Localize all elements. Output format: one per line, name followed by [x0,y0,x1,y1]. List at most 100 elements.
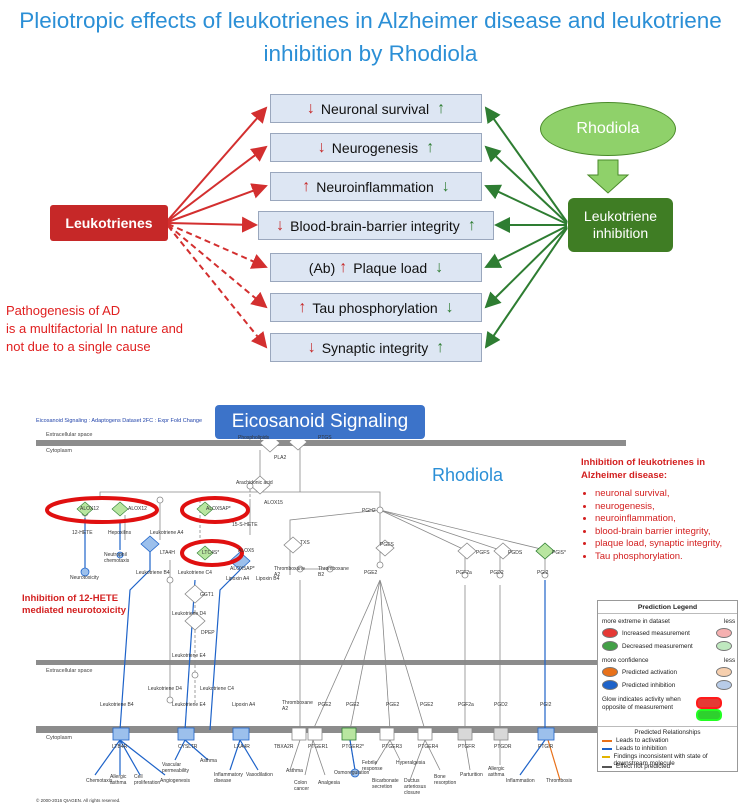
node-cysltr: CYSLTR [178,744,198,750]
decreased-swatch [602,641,618,651]
outcome-vascular: Vascular permeability [162,762,189,774]
node-leukotriene-e4: Leukotriene E4 [172,653,206,659]
node-12-hete: 12-HETE [72,530,93,536]
node-ptger3: PTGER3 [382,744,403,750]
node-alox5: ALOX5 [238,548,255,554]
membrane-bottom [36,726,631,733]
legend-more-extreme: more extreme in dataset [602,618,670,625]
inhibition-item: Tau phosphorylation. [595,551,739,564]
node-ptgir: PTGIR [538,744,554,750]
node-lxa4r: LXA4R [234,744,250,750]
label-cytoplasm-2: Cytoplasm [46,735,72,741]
label-extracellular-2: Extracellular space [46,668,93,674]
node-alox12-b: ALOX12 [128,506,147,512]
node-thromboxane-a2-b: Thromboxane A2 [282,700,313,712]
outcome-colon-cancer: Colon cancer [294,780,310,792]
node-alox12-a: ALOX12 [80,506,99,512]
node-leukotriene-b4-b: Leukotriene B4 [100,702,134,708]
legend-more-confidence: more confidence [602,657,649,664]
node-alox15: ALOX15 [264,500,283,506]
node-ptgs: PTGS [318,435,332,441]
outcome-hyperalgesia: Hyperalgesia [396,760,426,766]
outcome-febrile: Febrile response [362,760,383,772]
effect-not-predicted-line [602,765,612,768]
node-ptger2: PTGER2* [342,744,364,750]
membrane-mid [36,660,626,665]
node-leukotriene-d4: Leukotriene D4 [172,611,206,617]
outcome-parturition: Parturition [460,772,483,778]
node-pgh2: PGH2 [362,508,376,514]
node-pge2: PGE2 [364,570,378,576]
outcome-allergic-asthma: Allergic asthma [110,774,127,786]
decreased-light-swatch [716,641,732,651]
findings-line [602,756,610,758]
node-ltc4s: LTC4S* [202,550,220,556]
inhibition-item: neurogenesis, [595,501,739,514]
pathway-header: Eicosanoid Signaling : Adaptogens Datase… [36,418,203,424]
effect-neurogenesis: ↓Neurogenesis↑ [270,133,482,162]
node-ggt1: GGT1 [200,592,214,598]
legend-decreased: Decreased measurement [622,642,693,650]
node-pge2-d: PGE2 [420,702,434,708]
leukotrienes-box: Leukotrienes [50,205,168,241]
legend-findings: Findings inconsistent with state of down… [613,753,708,767]
node-txs: TXS [300,540,310,546]
node-alox5ap: ALOX5AP* [206,506,231,512]
node-pla2: PLA2 [274,455,287,461]
hete-inhibition-note: Inhibition of 12-HETE mediated neurotoxi… [22,593,126,616]
increased-swatch [602,628,618,638]
outcome-bicarbonate: Bicarbonate secretion [372,778,399,790]
activation-swatch [602,667,618,677]
effect-neuroinflammation: ↑Neuroinflammation↓ [270,172,482,201]
rhodiola-label: Rhodiola [432,465,504,485]
leads-inhibition-line [602,747,612,750]
node-thromboxane-b2: Thromboxane B2 [318,566,349,578]
label-cytoplasm: Cytoplasm [46,448,72,454]
node-leukotriene-c4-b: Leukotriene C4 [200,686,234,692]
node-leukotriene-b4: Leukotriene B4 [136,570,170,576]
effect-bbb-integrity: ↓Blood-brain-barrier integrity↑ [258,211,494,240]
node-phospholipids: Phospholipids [238,435,270,441]
outcome-ductus: Ductus arteriosus closure [404,778,426,796]
prediction-legend: Prediction Legend more extreme in datase… [597,600,738,772]
node-pges: PGES [380,542,394,548]
inhibition-light-swatch [716,680,732,690]
node-leukotriene-a4: Leukotriene A4 [150,530,184,536]
rhodiola-down-arrow [586,159,630,194]
node-ptger1: PTGER1 [308,744,329,750]
node-pgfs: PGFS [476,550,490,556]
glow-red-swatch [696,697,722,709]
copyright: © 2000-2016 QIAGEN. All rights reserved. [36,798,121,803]
outcome-vasodilation: Vasodilation [246,772,273,778]
outcome-allergic-asthma-2: Allergic asthma [488,766,505,778]
leads-activation-line [602,739,612,742]
node-arachidonic: Arachidonic acid [236,480,273,486]
inhibition-item: neuronal survival, [595,488,739,501]
node-leukotriene-e4-b: Leukotriene E4 [172,702,206,708]
node-thromboxane-a2: Thromboxane A2 [274,566,305,578]
inhibition-item: neuroinflammation, [595,513,739,526]
outcome-thrombosis: Thrombosis [546,778,573,784]
effect-tau-phosphorylation: ↑Tau phosphorylation↓ [270,293,482,322]
outcome-bone-resorption: Bone resorption [434,774,457,786]
legend-leads-inhibition: Leads to inhibition [616,745,667,752]
outcome-osmoregulation: Osmoregulation [334,770,370,776]
inhibition-item: plaque load, synaptic integrity, [595,538,739,551]
node-lipoxin-a4: Lipoxin A4 [226,576,250,582]
activation-light-swatch [716,667,732,677]
leukotriene-arrows [167,106,268,349]
node-lta4h: LTA4H [160,550,175,556]
node-pge2-c: PGE2 [386,702,400,708]
page-title: Pleiotropic effects of leukotrienes in A… [19,8,722,66]
legend-title: Prediction Legend [598,604,737,614]
label-extracellular: Extracellular space [46,432,93,438]
node-hepoxilins: Hepoxilins [108,530,132,536]
membrane-top [36,440,626,446]
node-pge2-a: PGE2 [318,702,332,708]
node-ptgfr: PTGFR [458,744,475,750]
node-15-s-hete: 15-S-HETE [232,522,258,528]
outcome-asthma: Asthma [200,758,217,764]
node-pgi2-b: PGI2 [540,702,552,708]
legend-relationships: Predicted Relationships [598,726,737,736]
legend-effect-not-predicted: Effect not predicted [616,763,671,770]
